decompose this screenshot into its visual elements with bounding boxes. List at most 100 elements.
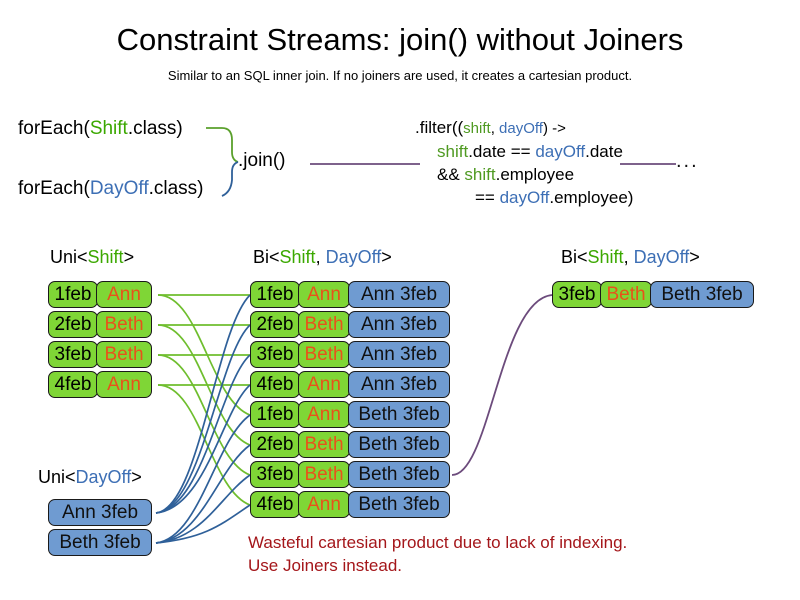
shift-date: 2feb	[48, 311, 98, 338]
cartesian-shift-date: 3feb	[250, 341, 300, 368]
bi-right-comma: ,	[623, 247, 634, 267]
uni-dayoff-suffix: >	[131, 467, 142, 487]
join-call-label: .join()	[238, 150, 286, 171]
warning-message: Wasteful cartesian product due to lack o…	[248, 531, 627, 577]
bi-right-type-shift: Shift	[587, 247, 624, 267]
shift-employee: Beth	[96, 311, 152, 338]
cartesian-shift-employee: Beth	[298, 431, 350, 458]
uni-shift-type: Shift	[87, 247, 124, 267]
cartesian-shift-date: 4feb	[250, 491, 300, 518]
cartesian-shift-employee: Beth	[298, 341, 350, 368]
shift-employee: Ann	[96, 281, 152, 308]
filter-line-1: .filter((shift, dayOff) ->	[415, 116, 633, 140]
cartesian-shift-employee: Beth	[298, 311, 350, 338]
filter-shift-var-3: shift	[464, 165, 496, 184]
cartesian-shift-date: 2feb	[250, 311, 300, 338]
header-bi-right: Bi<Shift, DayOff>	[561, 246, 700, 268]
filter-dayoff-var-2: dayOff	[535, 142, 586, 161]
shift-date: 3feb	[48, 341, 98, 368]
bi-mid-prefix: Bi<	[253, 247, 280, 267]
warning-line-2: Use Joiners instead.	[248, 556, 403, 575]
header-uni-dayoff: Uni<DayOff>	[38, 466, 142, 488]
cartesian-dayoff-label: Beth 3feb	[348, 431, 450, 458]
header-bi-middle: Bi<Shift, DayOff>	[253, 246, 392, 268]
cartesian-dayoff-label: Beth 3feb	[348, 491, 450, 518]
filter-date-suffix: .date	[585, 142, 623, 161]
filter-and-operator: &&	[437, 165, 465, 184]
header-uni-shift: Uni<Shift>	[50, 246, 134, 268]
filter-date-eq: .date ==	[468, 142, 536, 161]
shift-employee: Beth	[96, 341, 152, 368]
result-dayoff-label: Beth 3feb	[650, 281, 754, 308]
dayoff-card[interactable]: Beth 3feb	[48, 529, 152, 556]
cartesian-shift-date: 1feb	[250, 401, 300, 428]
cartesian-shift-date: 4feb	[250, 371, 300, 398]
cartesian-shift-employee: Ann	[298, 281, 350, 308]
filter-employee-suffix: .employee	[495, 165, 575, 184]
filter-eq-operator: ==	[475, 188, 500, 207]
bi-right-type-dayoff: DayOff	[633, 247, 690, 267]
uni-dayoff-prefix: Uni<	[38, 467, 76, 487]
bi-mid-suffix: >	[381, 247, 392, 267]
filter-line-4: == dayOff.employee)	[415, 186, 633, 209]
filter-dayoff-var-4: dayOff	[499, 188, 550, 207]
cartesian-shift-employee: Beth	[298, 461, 350, 488]
foreach-shift-statement: forEach(Shift.class)	[18, 118, 183, 140]
foreach-dayoff-prefix: forEach(	[18, 178, 90, 199]
foreach-dayoff-statement: forEach(DayOff.class)	[18, 178, 204, 200]
shift-date: 4feb	[48, 371, 98, 398]
dayoff-class-token: DayOff	[89, 178, 149, 199]
page-subtitle: Similar to an SQL inner join. If no join…	[167, 68, 633, 83]
cartesian-shift-date: 2feb	[250, 431, 300, 458]
filter-shift-var: shift	[463, 120, 491, 137]
warning-line-1: Wasteful cartesian product due to lack o…	[248, 533, 628, 552]
foreach-dayoff-suffix: .class)	[148, 178, 204, 199]
filter-lambda-arrow: ) ->	[542, 120, 566, 137]
shift-class-token: Shift	[89, 118, 128, 139]
bi-right-prefix: Bi<	[561, 247, 588, 267]
bi-mid-type-shift: Shift	[279, 247, 316, 267]
foreach-shift-prefix: forEach(	[18, 118, 90, 139]
page-title: Constraint Streams: join() without Joine…	[116, 22, 684, 57]
bi-right-suffix: >	[689, 247, 700, 267]
shift-date: 1feb	[48, 281, 98, 308]
cartesian-shift-employee: Ann	[298, 371, 350, 398]
cartesian-shift-employee: Ann	[298, 401, 350, 428]
filter-dayoff-var: dayOff	[499, 120, 543, 137]
filter-line-2: shift.date == dayOff.date	[415, 140, 633, 163]
cartesian-shift-date: 1feb	[250, 281, 300, 308]
dayoff-label: Beth 3feb	[48, 529, 152, 556]
filter-comma: ,	[490, 120, 500, 137]
bi-mid-comma: ,	[315, 247, 326, 267]
dayoff-card[interactable]: Ann 3feb	[48, 499, 152, 526]
filter-line-3: && shift.employee	[415, 163, 633, 186]
uni-shift-suffix: >	[123, 247, 135, 267]
cartesian-shift-date: 3feb	[250, 461, 300, 488]
uni-dayoff-type: DayOff	[75, 467, 132, 487]
filter-prefix: .filter((	[415, 118, 464, 137]
cartesian-dayoff-label: Beth 3feb	[348, 401, 450, 428]
ellipsis-label: ...	[676, 150, 699, 172]
dayoff-label: Ann 3feb	[48, 499, 152, 526]
cartesian-shift-employee: Ann	[298, 491, 350, 518]
filter-shift-var-2: shift	[437, 142, 469, 161]
cartesian-dayoff-label: Ann 3feb	[348, 311, 450, 338]
filter-employee-end: .employee)	[549, 188, 634, 207]
shift-employee: Ann	[96, 371, 152, 398]
